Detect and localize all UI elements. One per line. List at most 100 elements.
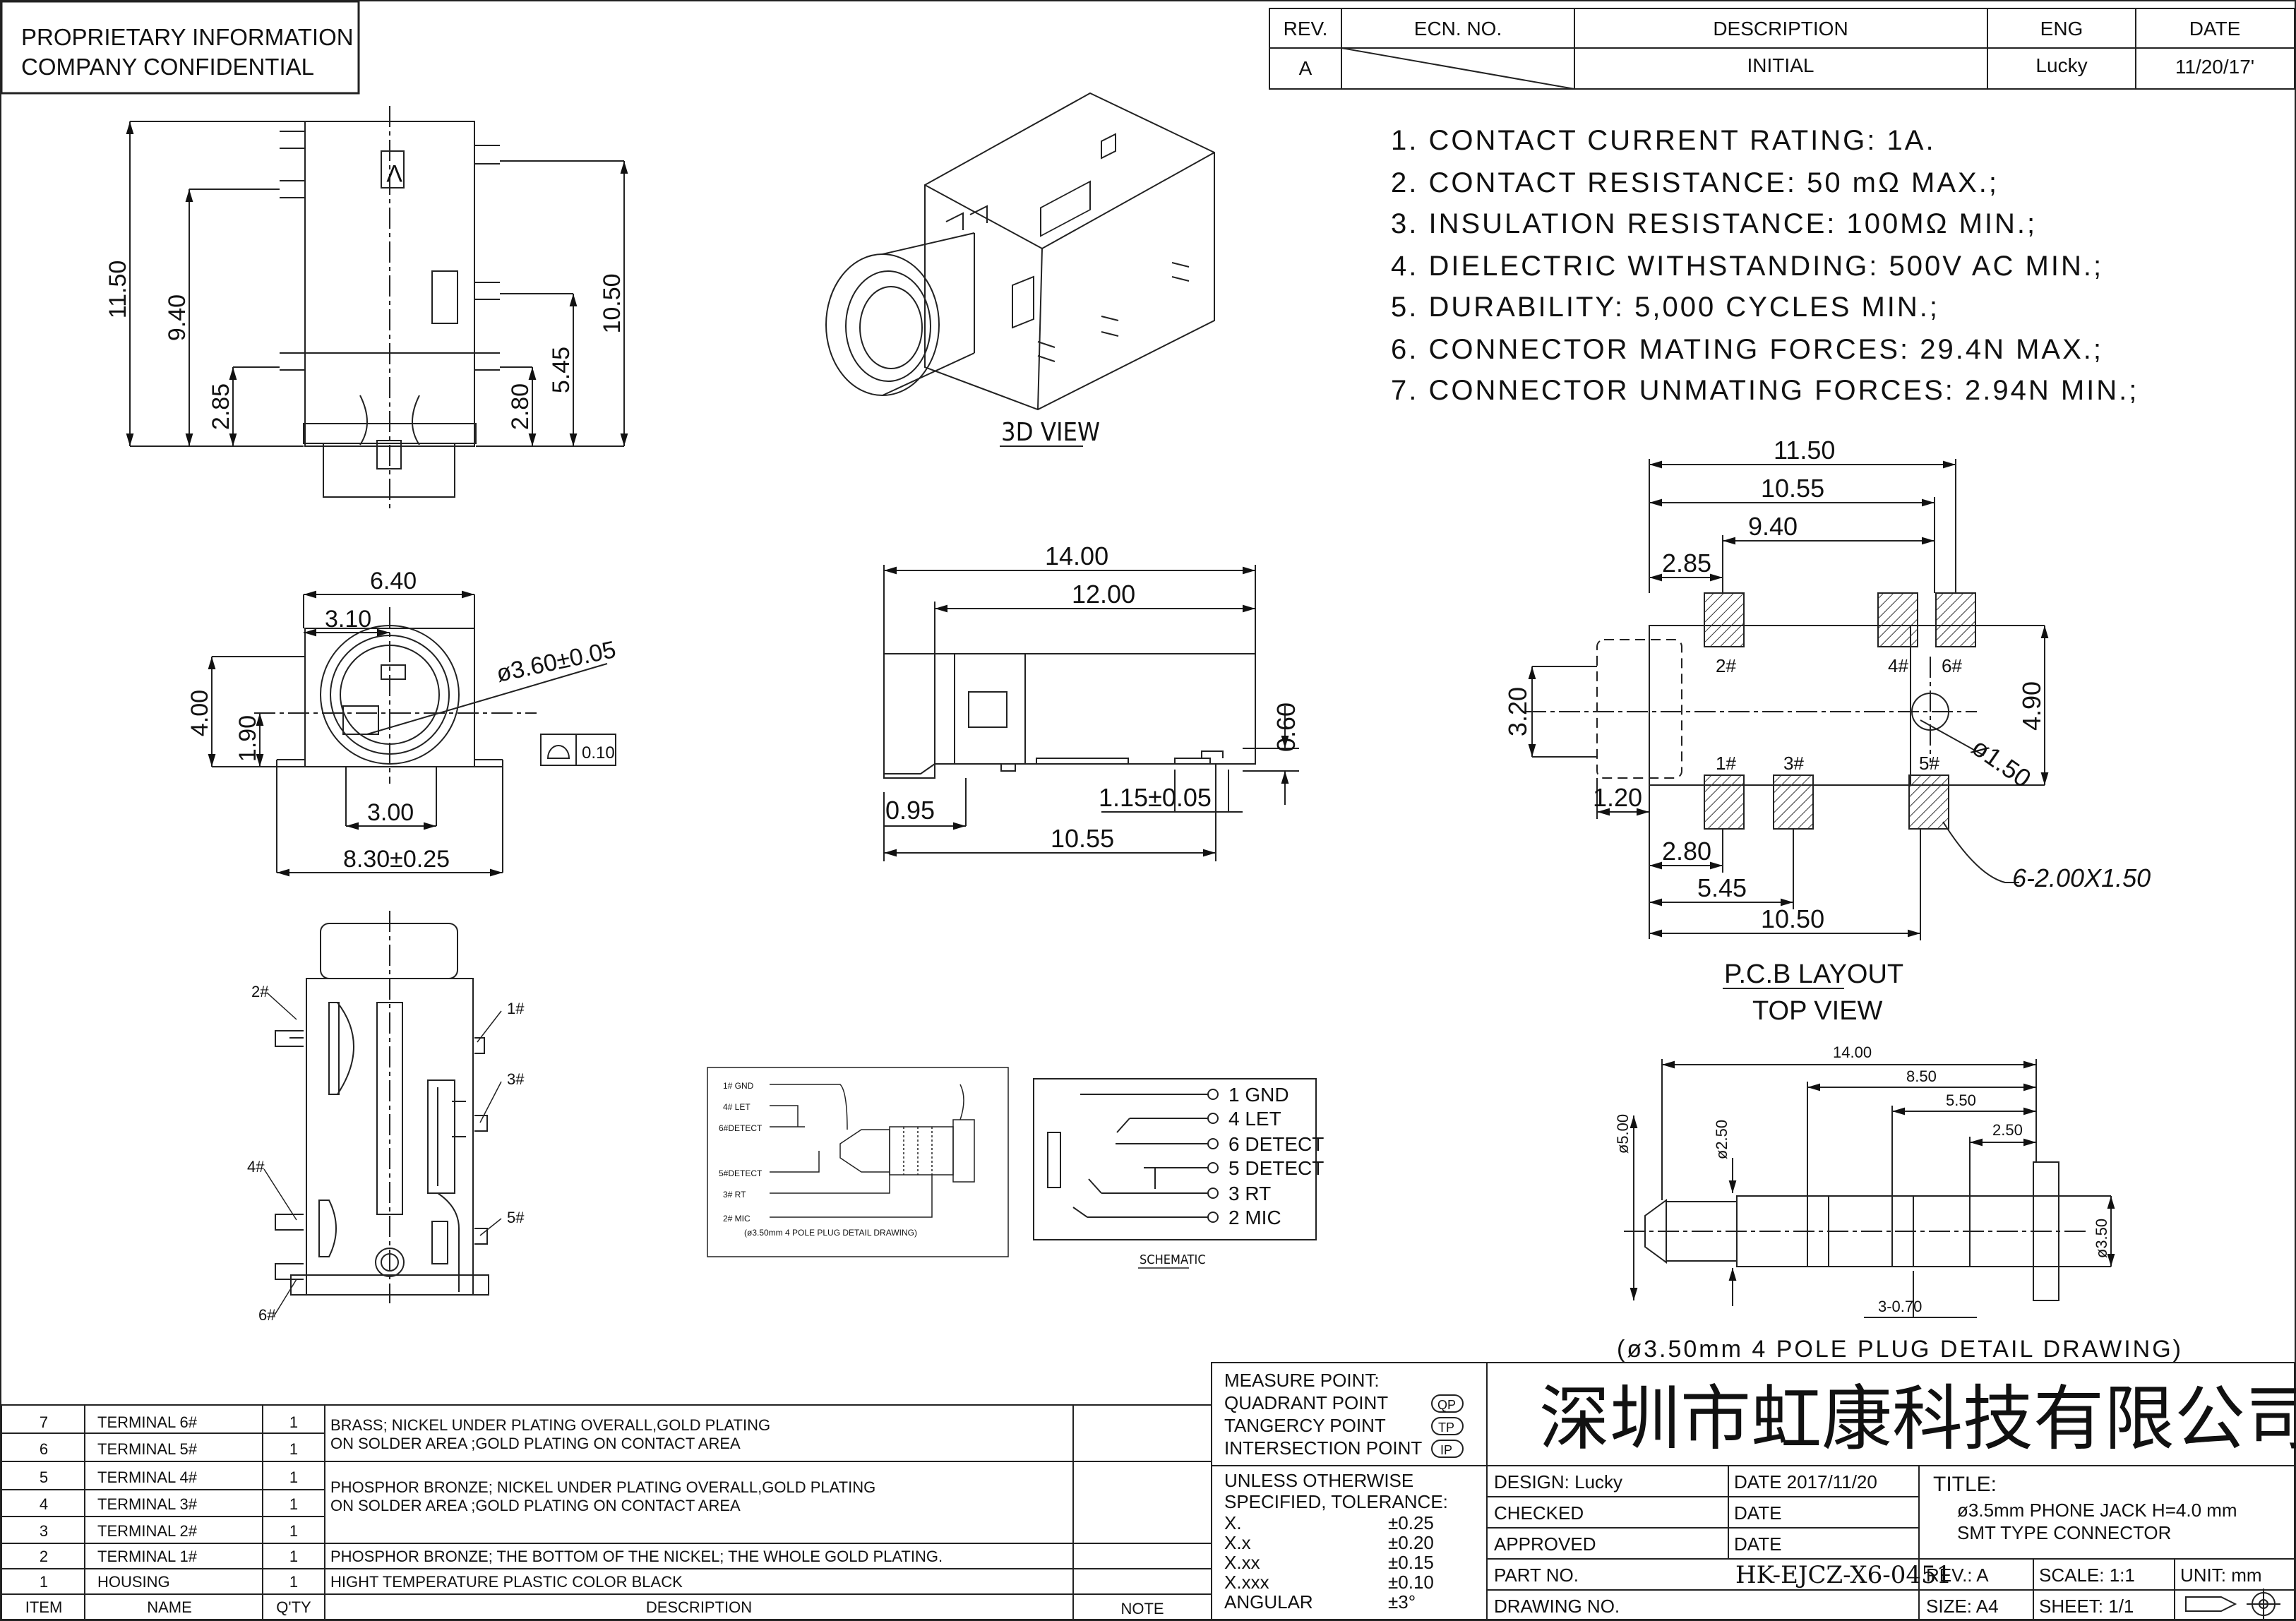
confidential-box: PROPRIETARY INFORMATION COMPANY CONFIDEN…	[0, 0, 360, 95]
measure-tag-qp: QP	[1437, 1398, 1456, 1412]
front-dim-1-90: 1.90	[234, 715, 261, 762]
bom-row-qty: 1	[289, 1495, 298, 1513]
front-view	[208, 590, 616, 877]
spec-6: 6. CONNECTOR MATING FORCES: 29.4N MAX.;	[1391, 334, 2103, 365]
term-label-4: 4#	[247, 1158, 265, 1176]
plug-dim-dia-2-5: ø2.50	[1713, 1120, 1730, 1159]
measure-tag-tp: TP	[1438, 1420, 1454, 1435]
bom-row-item: 1	[40, 1573, 48, 1591]
measure-qp: QUADRANT POINT	[1224, 1392, 1388, 1413]
confidential-line-1: PROPRIETARY INFORMATION	[21, 24, 354, 50]
front-dim-4-00: 4.00	[186, 690, 213, 736]
drawing-no-label: DRAWING NO.	[1494, 1596, 1620, 1617]
schematic-label-4: 5 DETECT	[1228, 1157, 1324, 1179]
bom-row-name: TERMINAL 6#	[97, 1413, 198, 1431]
schematic-label-1: 1 GND	[1228, 1084, 1289, 1106]
bom-row-item: 5	[40, 1469, 48, 1486]
side-dim-11-50: 11.50	[104, 261, 131, 319]
schematic-label-5: 3 RT	[1228, 1183, 1271, 1204]
plug-dim-dia-5: ø5.00	[1614, 1114, 1632, 1154]
bom-row-qty: 1	[289, 1440, 298, 1458]
side-dim-5-45: 5.45	[548, 347, 575, 393]
bom-row-item: 3	[40, 1522, 48, 1540]
rev-col-eng: ENG	[2040, 18, 2083, 40]
rev-value: REV.: A	[1926, 1565, 1989, 1586]
bom-col-item: ITEM	[25, 1598, 63, 1616]
plug-detail-label-3: 6#DETECT	[719, 1123, 763, 1133]
top-dim-10-55: 10.55	[1051, 824, 1114, 853]
plug-detail-label-2: 4# LET	[723, 1102, 751, 1112]
bom-desc-b-2: ON SOLDER AREA ;GOLD PLATING ON CONTACT …	[330, 1497, 741, 1514]
tolerance-value: ±0.10	[1388, 1572, 1434, 1593]
scale-value: SCALE: 1:1	[2039, 1565, 2135, 1586]
plug-caption: (ø3.50mm 4 POLE PLUG DETAIL DRAWING)	[1617, 1336, 2183, 1363]
measure-tp: TANGERCY POINT	[1224, 1415, 1386, 1436]
tolerance-format: X.x	[1224, 1532, 1251, 1553]
tolerance-value: ±0.20	[1388, 1532, 1434, 1553]
schematic-label-2: 4 LET	[1228, 1108, 1281, 1130]
pcb-dim-3-20: 3.20	[1503, 687, 1532, 736]
approved-date: DATE	[1734, 1533, 1781, 1555]
plug-dim-8-50: 8.50	[1906, 1067, 1937, 1085]
bom-row-name: HOUSING	[97, 1573, 170, 1591]
side-dim-10-50: 10.50	[599, 273, 626, 333]
side-dim-2-85: 2.85	[208, 383, 234, 430]
pcb-pad-3: 3#	[1783, 753, 1804, 774]
side-dim-9-40: 9.40	[164, 294, 191, 341]
measure-title: MEASURE POINT:	[1224, 1370, 1380, 1391]
pcb-dim-4-90: 4.90	[2017, 681, 2046, 731]
top-dim-14-00: 14.00	[1045, 542, 1108, 570]
bom-row-item: 6	[40, 1440, 48, 1458]
plug-dim-dia-3-5: ø3.50	[2093, 1219, 2110, 1258]
view-3d-caption: 3D VIEW	[1001, 418, 1100, 447]
rev-row-rev: A	[1299, 57, 1313, 79]
pcb-dim-11-50: 11.50	[1774, 436, 1835, 465]
rev-col-desc: DESCRIPTION	[1713, 18, 1848, 40]
pcb-dim-2-80: 2.80	[1662, 837, 1711, 866]
rev-row-eng: Lucky	[2035, 54, 2087, 76]
plug-dim-2-50: 2.50	[1992, 1121, 2023, 1139]
unit-value: UNIT: mm	[2180, 1565, 2262, 1586]
bom-desc-a-1: BRASS; NICKEL UNDER PLATING OVERALL,GOLD…	[330, 1416, 770, 1434]
bom-row-name: TERMINAL 2#	[97, 1522, 198, 1540]
front-flatness: 0.10	[582, 743, 615, 762]
schematic-label-3: 6 DETECT	[1228, 1133, 1324, 1155]
measure-tag-ip: IP	[1440, 1443, 1452, 1457]
spec-3: 3. INSULATION RESISTANCE: 100MΩ MIN.;	[1391, 208, 2037, 239]
schematic-label-6: 2 MIC	[1228, 1207, 1281, 1228]
tolerance-value: ±3°	[1388, 1591, 1416, 1613]
top-view	[883, 565, 1299, 861]
top-dim-0-60: 0.60	[1272, 702, 1301, 752]
title-line-1: ø3.5mm PHONE JACK H=4.0 mm	[1957, 1500, 2237, 1521]
tolerance-format: ANGULAR	[1224, 1591, 1313, 1613]
pcb-pad-2: 2#	[1716, 655, 1736, 676]
pcb-caption-1: P.C.B LAYOUT	[1724, 959, 1903, 989]
spec-1: 1. CONTACT CURRENT RATING: 1A.	[1391, 125, 1936, 156]
term-label-5: 5#	[507, 1209, 525, 1226]
pcb-dim-5-45: 5.45	[1697, 873, 1747, 902]
plug-detail-drawing	[1624, 1059, 2115, 1318]
pcb-pad-1: 1#	[1716, 753, 1736, 774]
front-dim-3-00: 3.00	[367, 799, 414, 826]
side-mark: V	[386, 160, 402, 186]
plug-dim-14-00: 14.00	[1833, 1043, 1872, 1061]
tolerance-format: X.	[1224, 1512, 1242, 1533]
title-line-2: SMT TYPE CONNECTOR	[1957, 1522, 2171, 1543]
top-dim-12-00: 12.00	[1072, 580, 1135, 609]
bom-row-item: 2	[40, 1548, 48, 1565]
side-dim-2-80: 2.80	[507, 383, 534, 430]
bom-row-item: 4	[40, 1495, 48, 1513]
pcb-dim-2-85: 2.85	[1662, 549, 1711, 578]
bom-col-name: NAME	[147, 1598, 192, 1616]
bom-desc-item-2: PHOSPHOR BRONZE; THE BOTTOM OF THE NICKE…	[330, 1548, 943, 1565]
rev-col-ecn: ECN. NO.	[1414, 18, 1502, 40]
plug-detail-note: (ø3.50mm 4 POLE PLUG DETAIL DRAWING)	[744, 1228, 917, 1238]
top-dim-0-95: 0.95	[885, 796, 935, 825]
tolerance-value: ±0.25	[1388, 1512, 1434, 1533]
bom-row-qty: 1	[289, 1548, 298, 1565]
pcb-dim-dia: ø1.50	[1966, 732, 2036, 793]
bom-desc-b-1: PHOSPHOR BRONZE; NICKEL UNDER PLATING OV…	[330, 1478, 875, 1496]
front-dim-8-30: 8.30±0.25	[343, 846, 450, 873]
terminal-section-view	[275, 911, 489, 1303]
bom-row-qty: 1	[289, 1469, 298, 1486]
